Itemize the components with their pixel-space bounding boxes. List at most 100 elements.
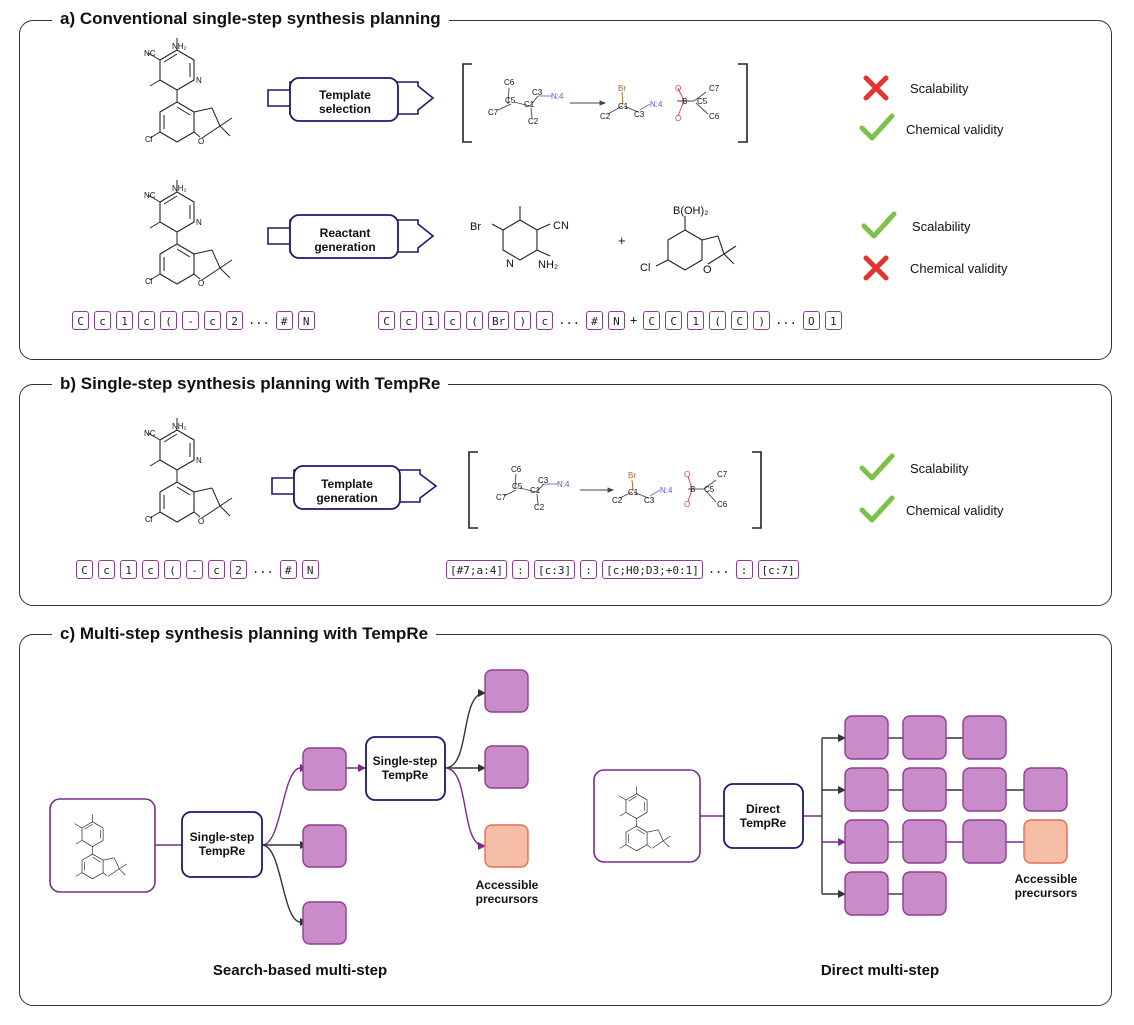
atom-label: NH₂ bbox=[172, 422, 187, 431]
atom-label: C1 bbox=[524, 100, 535, 109]
atom-label: N bbox=[506, 258, 514, 270]
node-box bbox=[962, 767, 1007, 812]
atom-label: Br bbox=[470, 221, 481, 233]
token: # bbox=[275, 311, 293, 330]
atom-label: N:4 bbox=[551, 92, 564, 101]
atom-label: C7 bbox=[717, 470, 728, 479]
ellipsis-token: ... bbox=[558, 313, 580, 327]
token: : bbox=[735, 560, 753, 579]
token: ) bbox=[514, 311, 532, 330]
node-box bbox=[302, 901, 347, 945]
token: N bbox=[297, 311, 315, 330]
reactant-generation-label: Reactant generation bbox=[314, 226, 376, 254]
atom-label: C3 bbox=[634, 110, 645, 119]
token: C bbox=[731, 311, 749, 330]
node-box bbox=[902, 767, 947, 812]
node-box bbox=[844, 819, 889, 864]
atom-label: B bbox=[690, 485, 696, 494]
token: ) bbox=[753, 311, 771, 330]
atom-label: C3 bbox=[532, 88, 543, 97]
node-box bbox=[484, 745, 529, 789]
atom-label: Cl bbox=[145, 515, 153, 524]
token: c bbox=[208, 560, 225, 579]
atom-label: C1 bbox=[628, 488, 639, 497]
token: : bbox=[511, 560, 529, 579]
ellipsis-token: ... bbox=[707, 562, 730, 576]
atom-label: C2 bbox=[612, 496, 623, 505]
node-box bbox=[844, 767, 889, 812]
token: # bbox=[585, 311, 603, 330]
atom-label: Br bbox=[618, 84, 626, 93]
ellipsis-token: ... bbox=[252, 562, 274, 576]
cross-icon bbox=[863, 75, 889, 101]
token: 1 bbox=[116, 311, 133, 330]
panel-a-title: a) Conventional single-step synthesis pl… bbox=[52, 9, 449, 29]
atom-label: B(OH)₂ bbox=[673, 205, 709, 217]
accessible-precursors-label: Accessible precursors bbox=[475, 878, 539, 906]
atom-label: NH₂ bbox=[172, 42, 187, 51]
atom-label: C3 bbox=[538, 476, 549, 485]
node-box bbox=[484, 669, 529, 713]
token: c bbox=[204, 311, 221, 330]
atom-label: C2 bbox=[534, 503, 545, 512]
token: N bbox=[607, 311, 625, 330]
atom-label: C3 bbox=[644, 496, 655, 505]
atom-label: C6 bbox=[709, 112, 720, 121]
token: [c;H0;D3;+0:1] bbox=[602, 560, 703, 579]
atom-label: C7 bbox=[496, 493, 507, 502]
atom-label: N:4 bbox=[650, 100, 663, 109]
atom-label: N:4 bbox=[557, 480, 570, 489]
atom-label: NH₂ bbox=[538, 259, 559, 271]
atom-label: C6 bbox=[504, 78, 515, 87]
reactant-plus: + bbox=[618, 233, 626, 248]
token: 1 bbox=[687, 311, 705, 330]
property-label: Chemical validity bbox=[906, 503, 1004, 518]
atom-label: NC bbox=[144, 49, 156, 58]
property-label: Chemical validity bbox=[906, 122, 1004, 137]
plus-token: + bbox=[629, 313, 638, 327]
template-generation-label: Template generation bbox=[316, 477, 378, 505]
atom-label: C6 bbox=[717, 500, 728, 509]
token: 2 bbox=[230, 560, 247, 579]
direct-tempre-label: Direct TempRe bbox=[739, 802, 787, 830]
token: C bbox=[72, 311, 89, 330]
token: c bbox=[444, 311, 461, 330]
panel-b-title: b) Single-step synthesis planning with T… bbox=[52, 374, 449, 394]
atom-label: O bbox=[684, 470, 691, 479]
token: - bbox=[186, 560, 203, 579]
token: 2 bbox=[226, 311, 243, 330]
token: C bbox=[665, 311, 683, 330]
token: : bbox=[580, 560, 598, 579]
token: c bbox=[142, 560, 159, 579]
atom-label: O bbox=[703, 264, 712, 276]
token: 1 bbox=[422, 311, 439, 330]
atom-label: O bbox=[684, 500, 691, 509]
token: - bbox=[182, 311, 199, 330]
atom-label: C2 bbox=[600, 112, 611, 121]
cross-icon bbox=[863, 255, 889, 281]
token: C bbox=[643, 311, 661, 330]
atom-label: O bbox=[198, 517, 205, 526]
node-box bbox=[1023, 819, 1068, 864]
check-icon bbox=[861, 211, 897, 239]
node-box bbox=[302, 824, 347, 868]
node-box bbox=[723, 783, 804, 849]
panel-c-title: c) Multi-step synthesis planning with Te… bbox=[52, 624, 437, 644]
atom-label: C5 bbox=[505, 96, 516, 105]
token: 1 bbox=[824, 311, 842, 330]
ellipsis-token: ... bbox=[248, 313, 270, 327]
atom-label: Cl bbox=[640, 262, 651, 274]
token: c bbox=[98, 560, 115, 579]
node-box bbox=[844, 715, 889, 760]
atom-label: C7 bbox=[488, 108, 499, 117]
token: ( bbox=[164, 560, 181, 579]
token: ( bbox=[466, 311, 483, 330]
atom-label: C1 bbox=[618, 102, 629, 111]
atom-label: O bbox=[198, 137, 205, 146]
node-box bbox=[484, 824, 529, 868]
property-label: Scalability bbox=[912, 219, 971, 234]
token: Br bbox=[488, 311, 510, 330]
